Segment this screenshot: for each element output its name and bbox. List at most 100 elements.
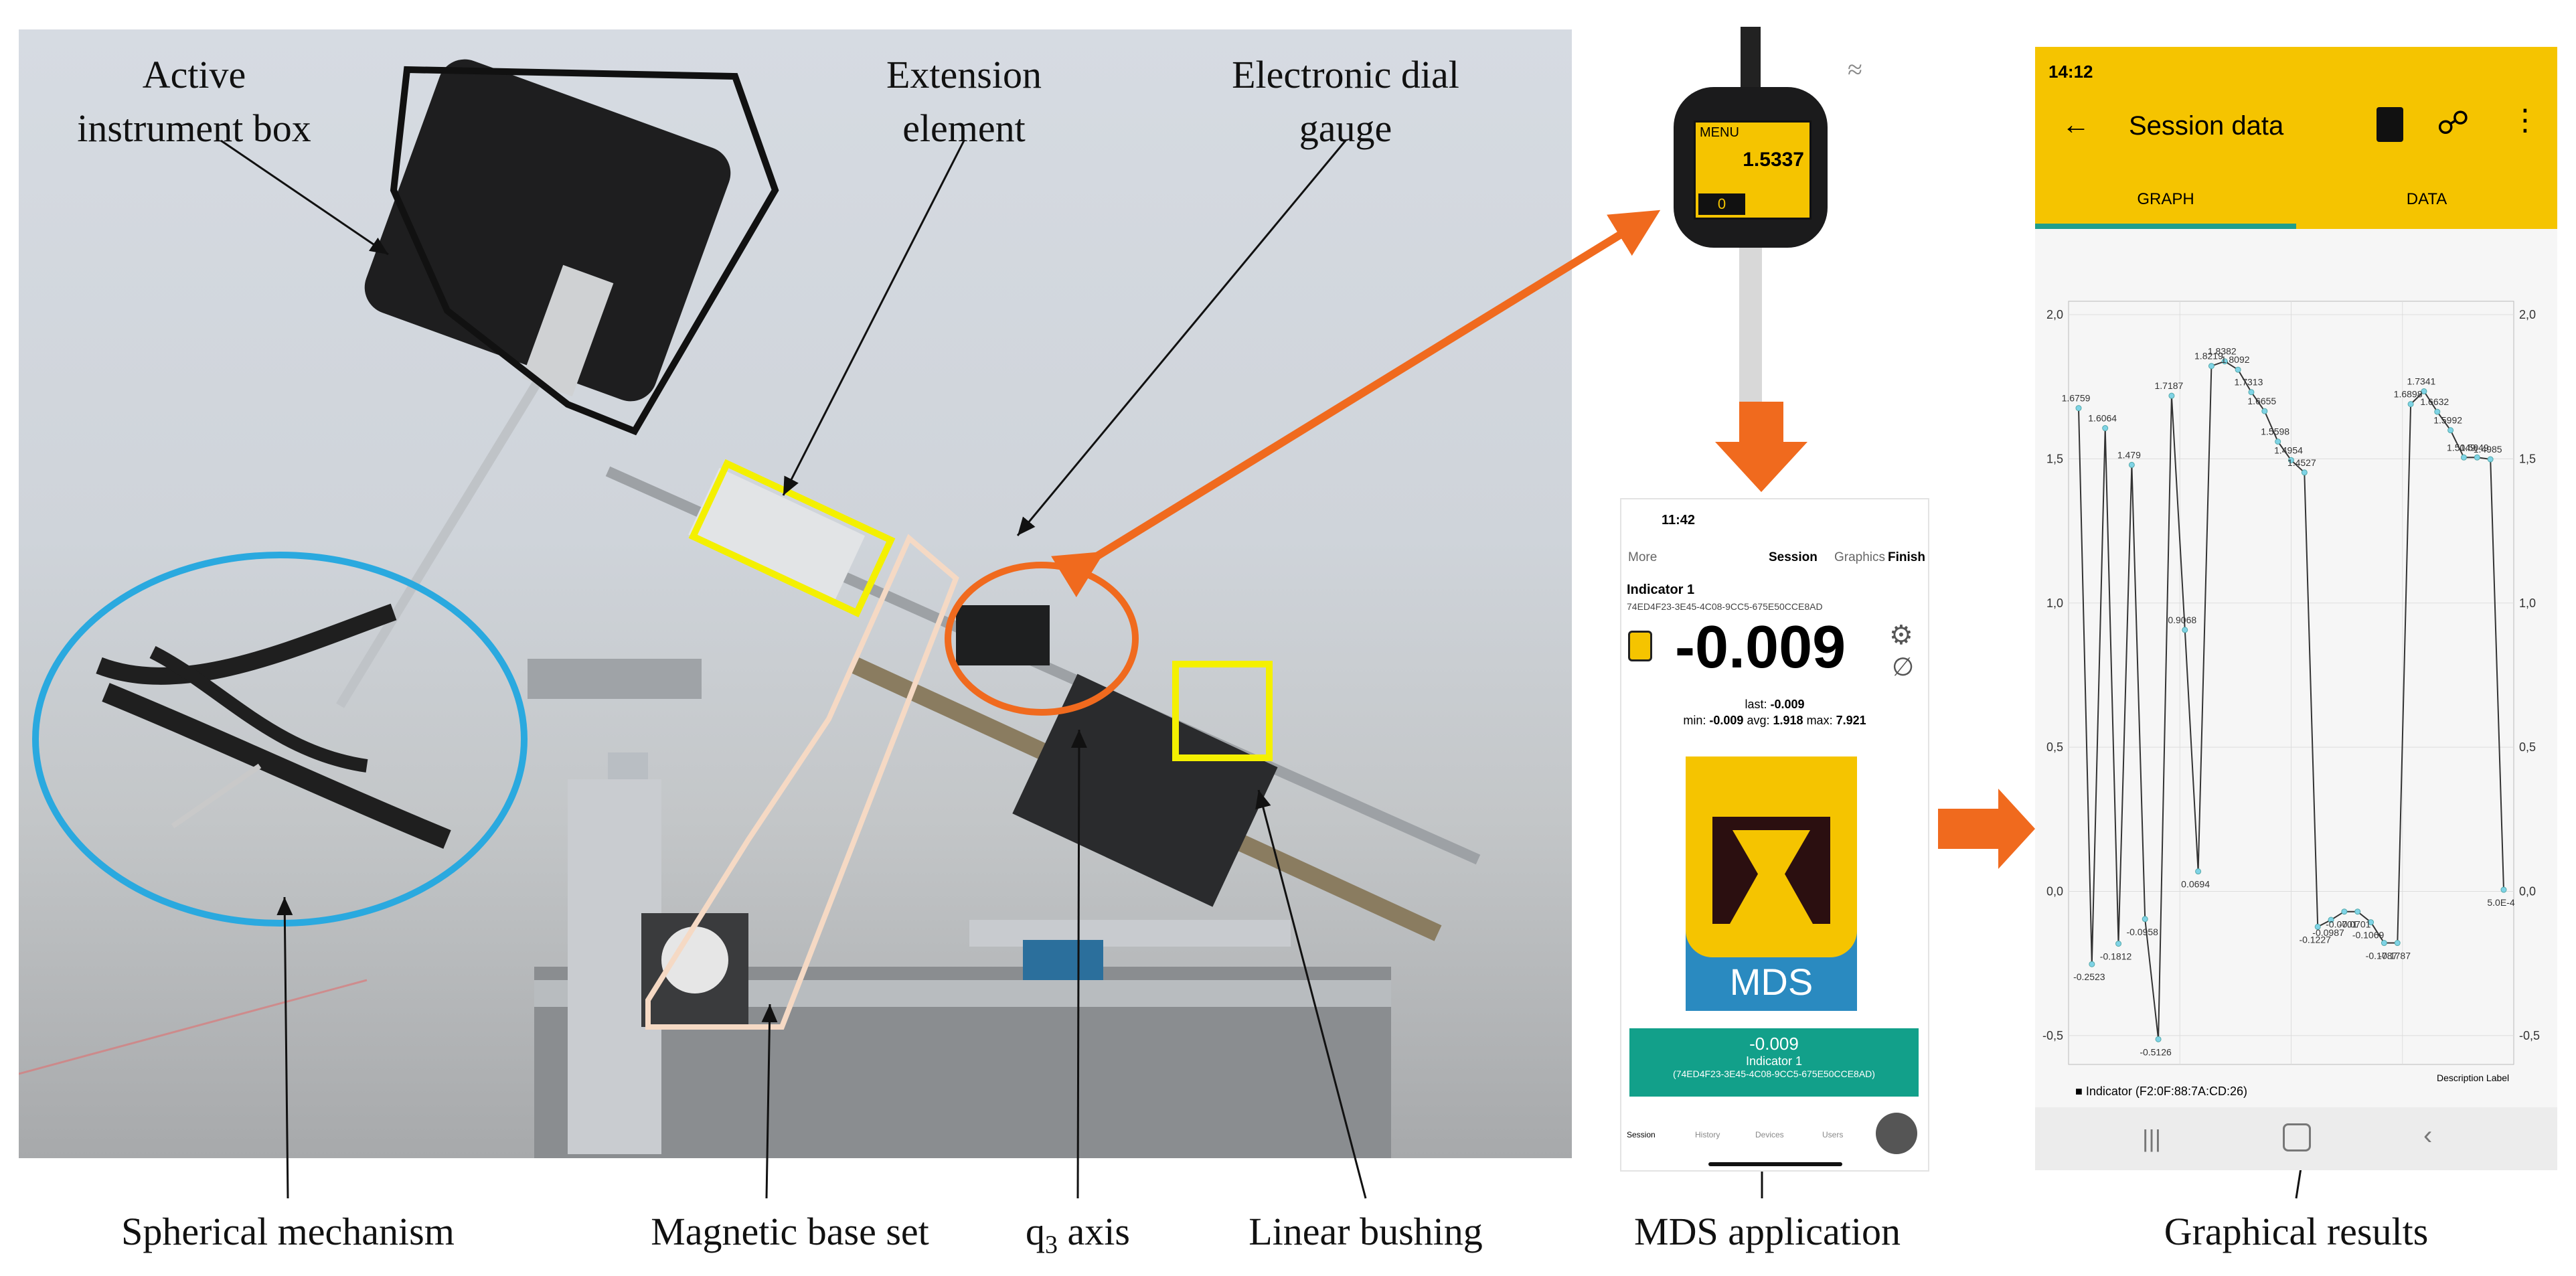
data-point [2407, 401, 2414, 408]
bottom-nav: Session History Devices Users [1621, 1102, 1928, 1169]
data-label: 1.5598 [2261, 426, 2289, 437]
mds-logo-mark [1712, 817, 1830, 924]
data-point [2314, 923, 2321, 930]
data-label: -0.1787 [2366, 951, 2398, 961]
data-label: -0.5126 [2140, 1046, 2172, 1057]
label-q3: q3 axis [1026, 1210, 1130, 1259]
y-tick-label: -0,5 [2042, 1029, 2063, 1042]
data-point [2142, 916, 2148, 923]
data-point [2460, 454, 2467, 461]
gear-icon[interactable]: ⚙ [1889, 621, 1913, 650]
recents-icon[interactable]: ||| [2142, 1125, 2162, 1152]
data-point [2128, 461, 2135, 468]
data-label: 1.6632 [2420, 396, 2449, 407]
data-point [2195, 868, 2202, 875]
chart-grid [2068, 301, 2514, 1065]
y-axis-left: 2,01,51,00,50,0-0,5 [2042, 308, 2063, 1042]
label-dial-gauge: Electronic dial gauge [1232, 53, 1459, 150]
data-label: 1.7341 [2407, 376, 2436, 387]
label-bushing: Linear bushing [1249, 1210, 1483, 1253]
tab-graphics[interactable]: Graphics [1834, 550, 1886, 564]
back-arrow-icon[interactable]: ← [2062, 108, 2090, 140]
data-label: 1.8219 [2194, 351, 2223, 362]
data-label: 1.6064 [2088, 413, 2117, 424]
android-nav-bar: ||| ‹ [2035, 1107, 2557, 1170]
data-point [2235, 366, 2241, 373]
label-active-box: Active instrument box [77, 53, 311, 150]
data-point [2328, 916, 2334, 923]
y-tick-label: 0,0 [2046, 885, 2063, 898]
data-label: 5.0E-4 [2487, 897, 2514, 908]
diameter-icon[interactable]: ∅ [1892, 653, 1915, 682]
wifi-icon: ≈ [1848, 54, 1862, 84]
session-data-screen: 14:12 ← Session data ☍ ⋮ GRAPH DATA 2,0 1… [2035, 47, 2557, 1170]
more-icon[interactable]: ⋮ [2510, 104, 2540, 137]
label-magnetic: Magnetic base set [651, 1210, 929, 1253]
data-label: -0.0701 [2326, 919, 2358, 930]
data-label: -0.1787 [2379, 951, 2411, 961]
series-points [2075, 358, 2507, 1042]
y-tick-label-right: 1,5 [2519, 452, 2536, 465]
status-time: 14:12 [2048, 62, 2093, 82]
nav-session[interactable]: Session [1627, 1130, 1656, 1139]
last-reading: last: -0.009 [1745, 698, 1805, 711]
data-label: -0.1812 [2100, 951, 2132, 962]
tab-session[interactable]: Session [1769, 550, 1818, 564]
home-icon[interactable] [2283, 1123, 2311, 1151]
data-label: -0.0958 [2126, 927, 2158, 937]
session-chart: 2,01,51,00,50,0-0,5 2,01,51,00,50,0-0,5 … [2042, 301, 2540, 1065]
data-label: 1.7187 [2154, 380, 2183, 391]
label-graphical: Graphical results [2164, 1210, 2429, 1253]
y-tick-label: 1,5 [2046, 452, 2063, 465]
data-point [2089, 961, 2095, 967]
data-label: 1.7313 [2235, 377, 2263, 388]
data-label: -0.1227 [2299, 934, 2331, 945]
data-point [2248, 389, 2255, 396]
dial-gauge-device: MENU 1.5337 0 ≈ [1667, 27, 1862, 402]
y-tick-label-right: 1,0 [2519, 596, 2536, 610]
data-point [2221, 358, 2228, 365]
data-point [2341, 908, 2348, 915]
scan-icon[interactable] [1876, 1113, 1917, 1154]
gauge-icon [1628, 631, 1652, 661]
data-label: 1.479 [2117, 449, 2141, 460]
y-tick-label-right: 2,0 [2519, 308, 2536, 321]
nav-history[interactable]: History [1695, 1130, 1720, 1139]
data-label: 1.6759 [2062, 393, 2091, 404]
status-time: 11:42 [1662, 513, 1696, 528]
data-label: 1.5049 [2447, 442, 2476, 453]
data-point [2474, 454, 2480, 461]
more-button[interactable]: More [1628, 550, 1658, 564]
tab-data[interactable]: DATA [2406, 190, 2447, 208]
data-label: 1.5992 [2433, 415, 2462, 426]
nav-users[interactable]: Users [1822, 1130, 1844, 1139]
indicator-id: 74ED4F23-3E45-4C08-9CC5-675E50CCE8AD [1627, 601, 1823, 612]
data-label: 1.4954 [2274, 445, 2303, 455]
description-label: Description Label [2437, 1072, 2510, 1083]
finish-button[interactable]: Finish [1888, 550, 1925, 564]
data-point [2447, 427, 2454, 434]
gauge-display: MENU 1.5337 0 [1694, 121, 1812, 220]
data-point [2500, 886, 2507, 893]
data-point [2075, 405, 2082, 412]
stats-line: min: -0.009 avg: 1.918 max: 7.921 [1683, 714, 1866, 727]
data-label: -0.2523 [2073, 971, 2105, 982]
y-tick-label: 2,0 [2046, 308, 2063, 321]
app-header: 14:12 ← Session data ☍ ⋮ GRAPH DATA [2035, 47, 2557, 229]
data-label: 0.0694 [2181, 879, 2210, 890]
nav-devices[interactable]: Devices [1755, 1130, 1784, 1139]
data-label: -0.0701 [2339, 919, 2371, 930]
tab-graph[interactable]: GRAPH [2137, 190, 2194, 208]
share-icon[interactable]: ☍ [2437, 106, 2470, 141]
data-point [2487, 456, 2494, 463]
data-point [2434, 408, 2441, 415]
data-point [2381, 940, 2387, 947]
data-point [2155, 1036, 2162, 1042]
indicator-banner[interactable]: -0.009 Indicator 1 (74ED4F23-3E45-4C08-9… [1629, 1028, 1919, 1097]
data-point [2115, 941, 2122, 947]
mds-logo-text: MDS [1729, 961, 1814, 1003]
mds-app-screen: 11:42 More Session Graphics Finish Indic… [1620, 498, 1929, 1172]
file-icon[interactable] [2377, 107, 2403, 142]
back-icon[interactable]: ‹ [2423, 1121, 2433, 1150]
